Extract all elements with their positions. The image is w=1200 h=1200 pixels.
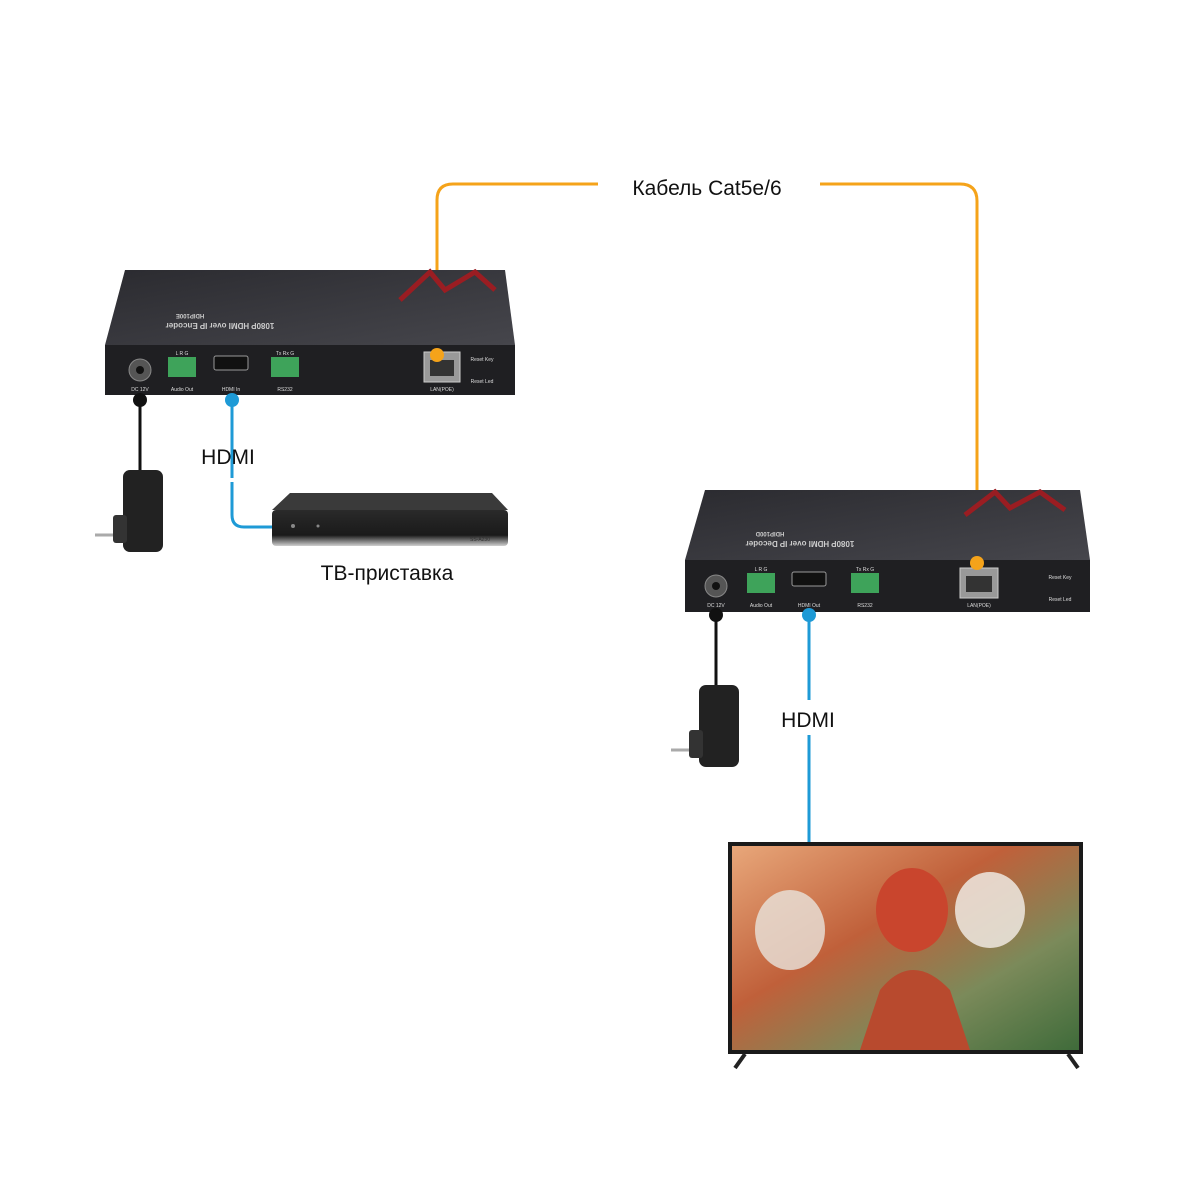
reset-key: Reset Key [1048, 575, 1072, 581]
hdmi-connector-encoder [225, 393, 239, 407]
reset-key: Reset Key [470, 357, 494, 363]
settop-model: SS-A230 [470, 537, 490, 543]
hdmi-label-top: HDMI [201, 446, 255, 469]
rs232-pins: Tx Rx G [856, 567, 874, 573]
settop-label: ТВ-приставка [321, 562, 454, 585]
port-dc: DC 12V [131, 387, 149, 393]
settop-box: SS-A230 [272, 493, 508, 546]
audio-pins: L R G [176, 351, 189, 357]
encoder-title: 1080P HDMI over IP Encoder [166, 321, 275, 330]
port-lan: LAN(POE) [430, 387, 454, 393]
power-adapter-decoder [671, 685, 739, 767]
audio-pins: L R G [755, 567, 768, 573]
port-rs232: RS232 [857, 603, 873, 609]
tv [728, 842, 1083, 1070]
dc-connector-decoder [709, 608, 723, 622]
port-dc: DC 12V [707, 603, 725, 609]
cat-connector-encoder [430, 348, 444, 362]
hdmi-cable-encoder [230, 400, 275, 529]
encoder-model: HDIP100E [176, 312, 204, 318]
cable-label: Кабель Cat5e/6 [632, 177, 781, 200]
decoder-device: 1080P HDMI over IP Decoder HDIP100D DC 1… [685, 488, 1090, 612]
reset-led: Reset Led [471, 379, 494, 385]
reset-led: Reset Led [1049, 597, 1072, 603]
hdmi-connector-decoder [802, 608, 816, 622]
cat-cable-left [435, 182, 598, 355]
encoder-device: 1080P HDMI over IP Encoder HDIP100E DC 1… [105, 268, 515, 395]
port-hdmi-out: HDMI Out [798, 603, 821, 609]
hdmi-label-bottom: HDMI [781, 709, 835, 732]
port-hdmi-in: HDMI In [222, 387, 241, 393]
power-adapter-encoder [95, 470, 163, 552]
cat-cable-right [820, 182, 979, 563]
decoder-model: HDIP100D [755, 530, 784, 536]
decoder-title: 1080P HDMI over IP Decoder [746, 539, 855, 548]
dc-connector-encoder [133, 393, 147, 407]
rs232-pins: Tx Rx G [276, 351, 294, 357]
port-rs232: RS232 [277, 387, 293, 393]
port-audio: Audio Out [171, 387, 194, 393]
port-audio: Audio Out [750, 603, 773, 609]
port-lan: LAN(POE) [967, 603, 991, 609]
cat-connector-decoder [970, 556, 984, 570]
